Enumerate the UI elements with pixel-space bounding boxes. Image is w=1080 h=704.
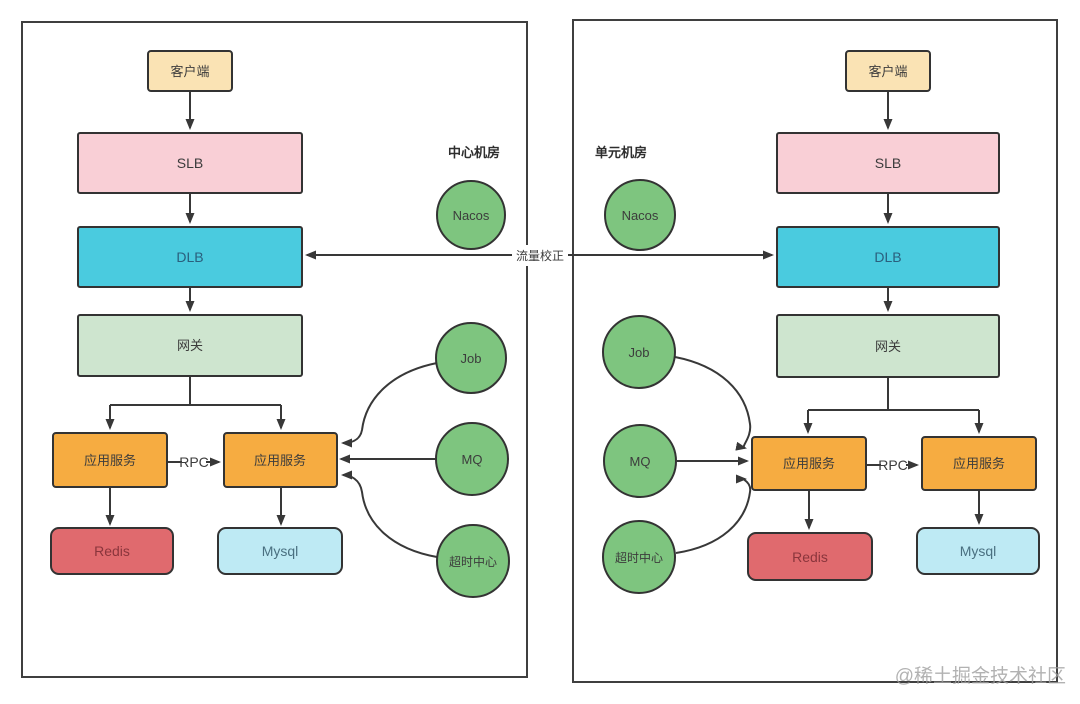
mq-node bbox=[435, 422, 509, 496]
app-service-left-node bbox=[751, 436, 867, 491]
app-service-right-node bbox=[223, 432, 338, 488]
gateway-label: 网关 bbox=[875, 339, 901, 354]
app-service-left-node bbox=[52, 432, 168, 488]
nacos-label: Nacos bbox=[622, 208, 659, 223]
mysql-node bbox=[916, 527, 1040, 575]
job-node bbox=[602, 315, 676, 389]
mq-label: MQ bbox=[630, 454, 651, 469]
dlb-label: DLB bbox=[176, 249, 203, 265]
gateway-label: 网关 bbox=[177, 338, 203, 353]
nacos-node bbox=[604, 179, 676, 251]
app-service-left-label: 应用服务 bbox=[783, 456, 835, 471]
redis-label: Redis bbox=[94, 543, 130, 559]
job-label: Job bbox=[629, 345, 650, 360]
gateway-node bbox=[77, 314, 303, 377]
dlb-node bbox=[776, 226, 1000, 288]
timeout-center-label: 超时中心 bbox=[449, 554, 497, 569]
app-service-right-label: 应用服务 bbox=[953, 456, 1005, 471]
mq-node bbox=[603, 424, 677, 498]
traffic-label-background bbox=[512, 245, 568, 266]
gateway-branch-line bbox=[808, 377, 979, 411]
client-node bbox=[845, 50, 931, 92]
rpc-label: RPC bbox=[878, 457, 908, 473]
client-node bbox=[147, 50, 233, 92]
dlb-node bbox=[77, 226, 303, 288]
center-room-panel: 客户端 SLB DLB 网关 应用服务 应用服务 RPC Redis Mysql… bbox=[21, 21, 528, 678]
app-service-left-label: 应用服务 bbox=[84, 453, 136, 468]
job-label: Job bbox=[461, 351, 482, 366]
client-label: 客户端 bbox=[868, 64, 907, 79]
traffic-correction-link: 流量校正 bbox=[305, 245, 774, 266]
app-service-right-label: 应用服务 bbox=[254, 453, 306, 468]
slb-node bbox=[776, 132, 1000, 194]
unit-room-border bbox=[572, 19, 1058, 683]
slb-label: SLB bbox=[875, 155, 901, 171]
nacos-label: Nacos bbox=[453, 208, 490, 223]
traffic-correction-label: 流量校正 bbox=[516, 248, 564, 263]
center-room-border bbox=[21, 21, 528, 678]
app-service-right-node bbox=[921, 436, 1037, 491]
client-label: 客户端 bbox=[170, 64, 209, 79]
arrow-timeout-to-app bbox=[675, 474, 752, 554]
slb-label: SLB bbox=[177, 155, 203, 171]
arrow-job-to-app bbox=[341, 362, 438, 448]
center-room-region-label: 中心机房 bbox=[448, 145, 500, 160]
nacos-node bbox=[436, 180, 506, 250]
mysql-node bbox=[217, 527, 343, 575]
timeout-center-label: 超时中心 bbox=[615, 550, 663, 565]
redis-label: Redis bbox=[792, 549, 828, 565]
slb-node bbox=[77, 132, 303, 194]
gateway-node bbox=[776, 314, 1000, 378]
mysql-label: Mysql bbox=[262, 543, 299, 559]
redis-node bbox=[50, 527, 174, 575]
mysql-label: Mysql bbox=[960, 543, 997, 559]
job-node bbox=[435, 322, 507, 394]
dlb-label: DLB bbox=[874, 249, 901, 265]
watermark: @稀土掘金技术社区 bbox=[895, 665, 1066, 687]
gateway-branch-line bbox=[110, 376, 281, 406]
redis-node bbox=[747, 532, 873, 581]
unit-room-region-label: 单元机房 bbox=[595, 145, 647, 160]
mq-label: MQ bbox=[462, 452, 483, 467]
rpc-label: RPC bbox=[179, 454, 209, 470]
arrow-timeout-to-app bbox=[341, 470, 438, 558]
timeout-center-node bbox=[436, 524, 510, 598]
arrow-job-to-app bbox=[674, 356, 752, 451]
unit-room-panel: 客户端 SLB DLB 网关 应用服务 应用服务 RPC Redis Mysql… bbox=[572, 19, 1058, 683]
timeout-center-node bbox=[602, 520, 676, 594]
